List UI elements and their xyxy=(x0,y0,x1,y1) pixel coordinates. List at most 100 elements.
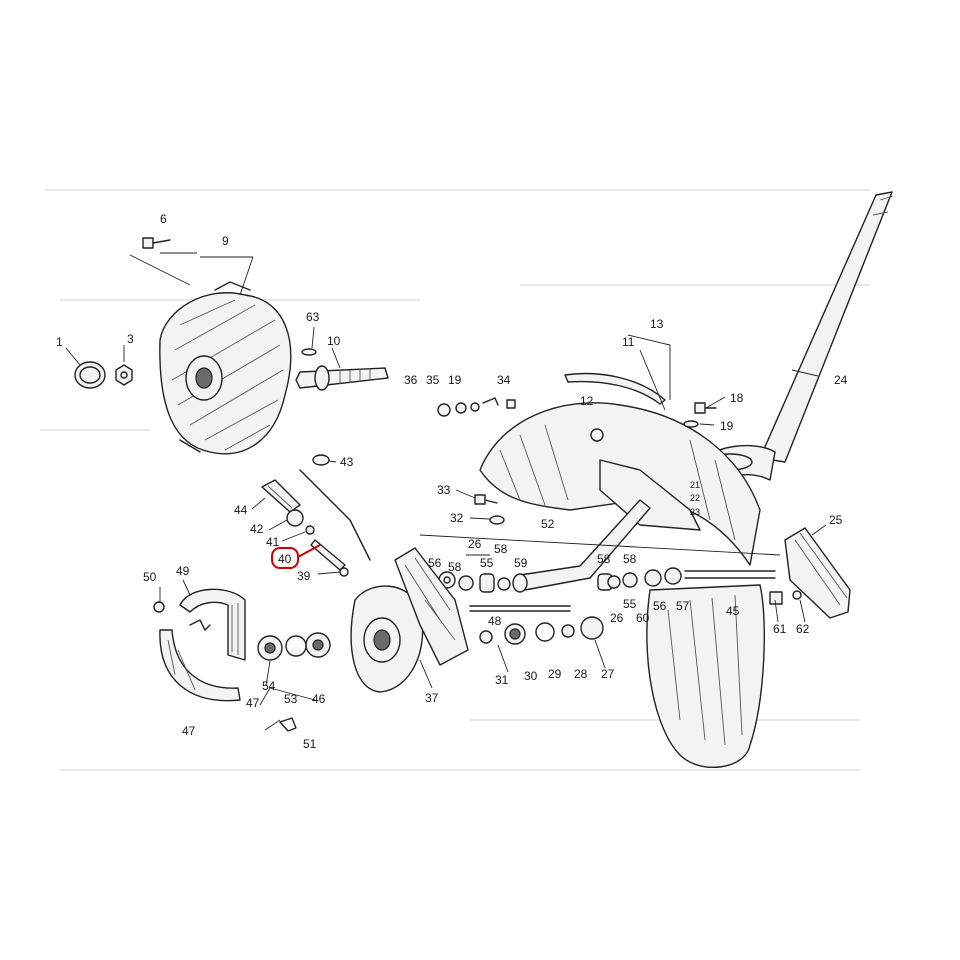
label-60: 60 xyxy=(636,611,650,625)
brake-shoe-49 xyxy=(179,588,246,661)
label-12: 12 xyxy=(580,394,594,408)
swing-arm-52 xyxy=(512,499,651,593)
label-1: 1 xyxy=(56,335,63,349)
washer-19 xyxy=(683,420,699,428)
seal-28 xyxy=(561,624,575,638)
pin-50 xyxy=(153,601,165,613)
circlip xyxy=(285,635,307,657)
label-29: 29 xyxy=(548,667,562,681)
label-49: 49 xyxy=(176,564,190,578)
highlight-leader xyxy=(297,544,321,558)
bolt-33 xyxy=(474,494,498,505)
label-51: 51 xyxy=(303,737,317,751)
nut-36 xyxy=(437,403,451,417)
label-50: 50 xyxy=(143,570,157,584)
label-40: 40 xyxy=(278,552,292,566)
label-58a: 58 xyxy=(494,542,508,556)
ring-29 xyxy=(535,622,555,642)
label-26a: 26 xyxy=(468,537,482,551)
label-54: 54 xyxy=(262,679,276,693)
label-36: 36 xyxy=(404,373,418,387)
label-13: 13 xyxy=(650,317,664,331)
spring-40 xyxy=(310,539,346,571)
washer-58-mid xyxy=(497,577,511,591)
label-42: 42 xyxy=(250,522,264,536)
label-45: 45 xyxy=(726,604,740,618)
cam-lever-44 xyxy=(261,479,301,513)
label-21: 21 xyxy=(690,480,700,490)
label-37: 37 xyxy=(425,691,439,705)
label-19a: 19 xyxy=(448,373,462,387)
label-58c: 58 xyxy=(597,552,611,566)
label-48: 48 xyxy=(488,614,502,628)
label-58d: 58 xyxy=(623,552,637,566)
ring-41 xyxy=(305,525,315,535)
label-34: 34 xyxy=(497,373,511,387)
washer-31 xyxy=(479,630,493,644)
label-3: 3 xyxy=(127,332,134,346)
drive-chain-25 xyxy=(784,527,851,619)
label-46: 46 xyxy=(312,692,326,706)
label-52: 52 xyxy=(541,517,555,531)
bushing-27 xyxy=(580,616,604,640)
label-61: 61 xyxy=(773,622,787,636)
washer-63 xyxy=(301,348,317,356)
bolt-6 xyxy=(142,237,171,249)
label-53: 53 xyxy=(284,692,298,706)
label-55b: 55 xyxy=(623,597,637,611)
label-9: 9 xyxy=(222,234,229,248)
label-43: 43 xyxy=(340,455,354,469)
label-59: 59 xyxy=(514,556,528,570)
label-35: 35 xyxy=(426,373,440,387)
label-26b: 26 xyxy=(610,611,624,625)
label-18: 18 xyxy=(730,391,744,405)
highlighted-part-40[interactable]: 40 xyxy=(271,544,321,569)
label-56a: 56 xyxy=(428,556,442,570)
bolt-62 xyxy=(792,590,802,600)
label-57: 57 xyxy=(676,599,690,613)
washer-32 xyxy=(489,515,505,525)
brake-shoe-47 xyxy=(159,629,241,702)
plate-61 xyxy=(769,591,783,605)
pin-39 xyxy=(339,567,349,577)
spring-54 xyxy=(189,619,211,631)
mudguard-12 xyxy=(479,402,761,566)
clip-51 xyxy=(279,717,297,732)
clip-19 xyxy=(482,397,499,406)
label-32: 32 xyxy=(450,511,464,525)
label-41: 41 xyxy=(266,535,280,549)
hub-cap-1 xyxy=(74,361,106,389)
label-27: 27 xyxy=(601,667,615,681)
washer-35 xyxy=(455,402,467,414)
trim-strip-11 xyxy=(564,372,666,405)
fork-blade-45 xyxy=(646,584,765,769)
label-25: 25 xyxy=(829,513,843,527)
label-6: 6 xyxy=(160,212,167,226)
screw-34 xyxy=(506,399,516,409)
washer-57 xyxy=(664,567,682,585)
label-31: 31 xyxy=(495,673,509,687)
steering-column-24 xyxy=(699,191,894,491)
washer-43 xyxy=(312,454,330,466)
label-19b: 19 xyxy=(720,419,734,433)
label-30: 30 xyxy=(524,669,538,683)
label-44: 44 xyxy=(234,503,248,517)
washer-58-right xyxy=(607,575,621,589)
label-55a: 55 xyxy=(480,556,494,570)
label-33: 33 xyxy=(437,483,451,497)
brake-drum-9 xyxy=(159,281,292,455)
label-58b: 58 xyxy=(448,560,462,574)
axle-shaft-10 xyxy=(295,365,389,391)
label-47b: 47 xyxy=(182,724,196,738)
label-56b: 56 xyxy=(653,599,667,613)
label-23: 23 xyxy=(690,507,700,517)
label-39: 39 xyxy=(297,569,311,583)
nut-3 xyxy=(115,364,133,386)
washer-58-left xyxy=(458,575,474,591)
label-24: 24 xyxy=(834,373,848,387)
label-10: 10 xyxy=(327,334,341,348)
washer-56-right xyxy=(644,569,662,587)
leader-lines xyxy=(65,252,827,731)
washer-19-small xyxy=(470,402,480,412)
label-11: 11 xyxy=(622,335,635,349)
